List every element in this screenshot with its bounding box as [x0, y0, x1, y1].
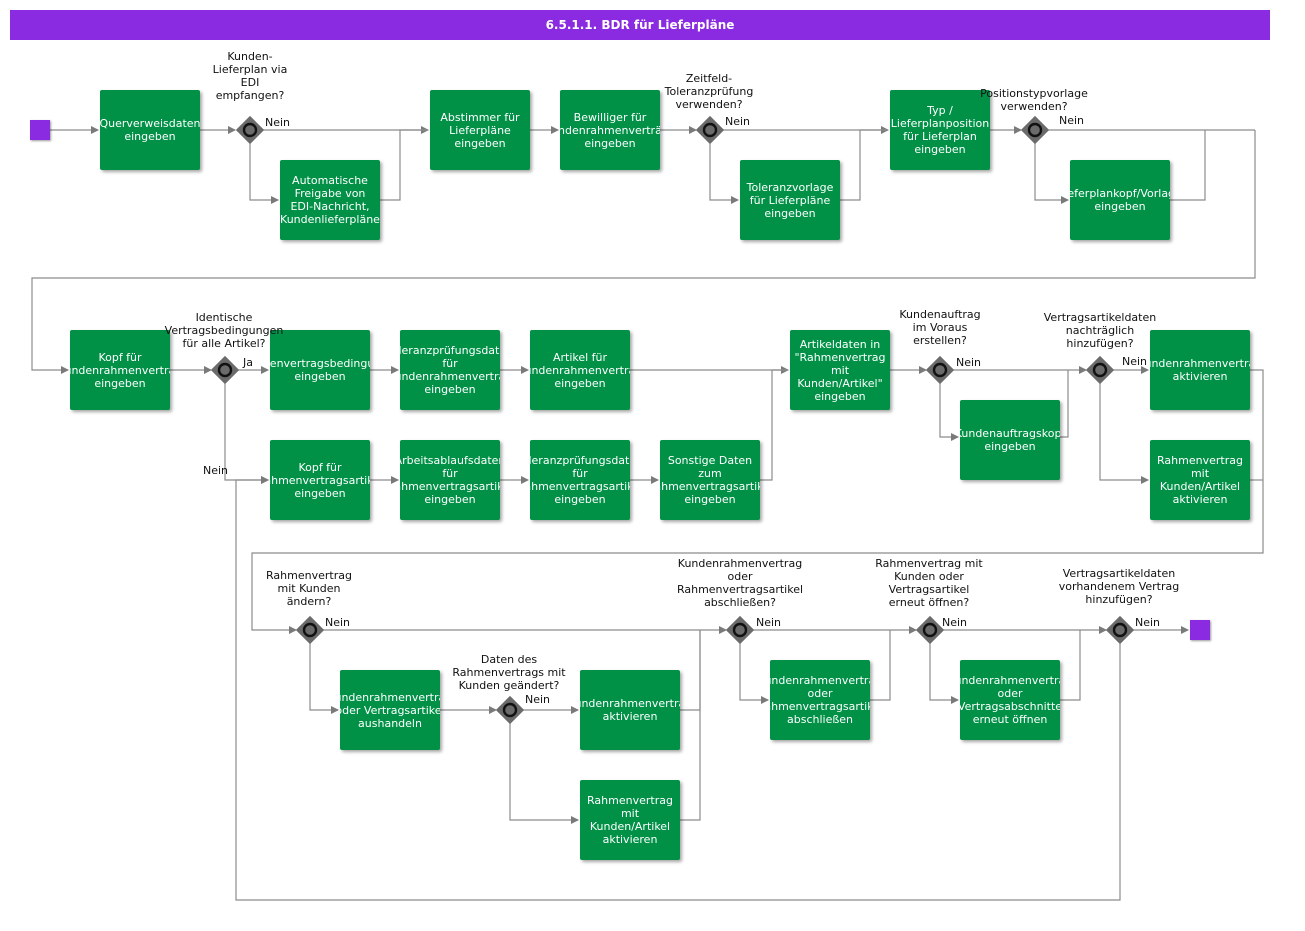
connector [251, 369, 1264, 634]
task-lieferplanposition[interactable]: Typ / Lieferplanposition für Lieferplan … [890, 90, 990, 170]
connector [249, 142, 279, 204]
task-querverweisdaten[interactable]: Querverweisdaten eingeben [100, 90, 200, 170]
task-sonstige-daten[interactable]: Sonstige Daten zum Rahmenvertragsartikel… [660, 440, 760, 520]
task-kundenauftragskopf[interactable]: Kundenauftragskopf eingeben [960, 400, 1060, 480]
edge-label-nein: Nein [265, 116, 291, 129]
gateway-label-geaendert: Daten des Rahmenvertrags mit Kunden geän… [452, 653, 566, 692]
connector [1099, 382, 1149, 484]
connector [760, 369, 788, 481]
task-automatische-freigabe[interactable]: Automatische Freigabe von EDI-Nachricht,… [280, 160, 380, 240]
connector [1060, 370, 1069, 438]
task-abstimmer[interactable]: Abstimmer für Lieferpläne eingeben [430, 90, 530, 170]
connector [929, 642, 959, 704]
task-kundenrahmenvertrag-aktivieren-2[interactable]: Kundenrahmenvertrag aktivieren [580, 670, 680, 750]
connector [840, 129, 888, 201]
edge-label-nein: Nein [325, 616, 351, 629]
connector [709, 142, 739, 204]
edge-label-nein: Nein [1059, 114, 1085, 127]
task-lieferplankopf[interactable]: Lieferplankopf/Vorlage eingeben [1070, 160, 1170, 240]
task-toleranzvorlage[interactable]: Toleranzvorlage für Lieferpläne eingeben [740, 160, 840, 240]
gateway-label-zeitfeld: Zeitfeld- Toleranzprüfung verwenden? [664, 72, 754, 111]
task-artikel-kundenrahmenvertrag[interactable]: Artikel für Kundenrahmenvertrag eingeben [530, 330, 630, 410]
edge-label-nein: Nein [1135, 616, 1161, 629]
task-erneut-oeffnen[interactable]: Kundenrahmenvertrag oder Vertragsabschni… [960, 660, 1060, 740]
gateway-diamond [495, 695, 525, 725]
edge-label-nein: Nein [956, 356, 982, 369]
connector [680, 630, 701, 821]
gateway-diamond [210, 355, 240, 385]
connector [870, 630, 891, 701]
task-arbeitsablaufsdaten[interactable]: Arbeitsablaufsdaten für Rahmenvertragsar… [400, 440, 500, 520]
gateway-diamond [295, 615, 325, 645]
connector [309, 642, 339, 714]
task-kundenrahmenvertrag-aktivieren[interactable]: Kundenrahmenvertrag aktivieren [1150, 330, 1250, 410]
end-event [1190, 620, 1210, 640]
connector [1170, 130, 1206, 201]
connector [680, 630, 701, 711]
task-aushandeln[interactable]: Kundenrahmenvertrag oder Vertragsartikel… [340, 670, 440, 750]
gateway-diamond [1020, 115, 1050, 145]
connector [380, 129, 428, 201]
gateway-diamond [925, 355, 955, 385]
gateway-label-positionstyp: Positionstypvorlage verwenden? [980, 87, 1088, 113]
gateway-diamond [695, 115, 725, 145]
gateway-label-oeffnen: Rahmenvertrag mit Kunden oder Vertragsar… [875, 557, 983, 609]
gateway-diamond [915, 615, 945, 645]
task-toleranzpruefung-vertrag[interactable]: Toleranzprüfungsdaten für Kundenrahmenve… [400, 330, 500, 410]
gateway-label-aendern: Rahmenvertrag mit Kunden ändern? [266, 569, 352, 608]
diagram-title: 6.5.1.1. BDR für Lieferpläne [10, 10, 1270, 40]
gateway-label-hinzufuegen: Vertragsartikeldaten vorhandenem Vertrag… [1058, 567, 1180, 606]
connector [939, 382, 959, 441]
gateway-label-kundenauftrag: Kundenauftrag im Voraus erstellen? [899, 308, 981, 347]
task-abschliessen[interactable]: Kundenrahmenvertrag oder Rahmenvertragsa… [770, 660, 870, 740]
edge-label-nein: Nein [756, 616, 782, 629]
edge-label-nein: Nein [942, 616, 968, 629]
gateway-diamond [1085, 355, 1115, 385]
gateway-diamond [725, 615, 755, 645]
connector [1060, 630, 1081, 701]
edge-label-nein: Nein [525, 693, 551, 706]
gateway-label-identisch: Identische Vertragsbedingungen für alle … [164, 311, 284, 350]
connector [509, 722, 579, 824]
edge-label-nein: Nein [1122, 355, 1148, 368]
connector [1034, 142, 1069, 204]
edge-label-ja: Ja [243, 356, 253, 369]
gateway-diamond [235, 115, 265, 145]
connector [224, 382, 269, 484]
task-bewilliger[interactable]: Bewilliger für Kundenrahmenverträge eing… [560, 90, 660, 170]
task-kopf-rahmenvertragsartikel[interactable]: Kopf für Rahmenvertragsartikel eingeben [270, 440, 370, 520]
task-toleranzpruefung-artikel[interactable]: Toleranzprüfungsdaten für Rahmenvertrags… [530, 440, 630, 520]
gateway-label-nachtraeglich: Vertragsartikeldaten nachträglich hinzuf… [1043, 311, 1157, 350]
connector [739, 642, 769, 704]
task-kopf-kundenrahmenvertrag[interactable]: Kopf für Kundenrahmenvertrag eingeben [70, 330, 170, 410]
connector [235, 476, 1121, 901]
edge-label-nein: Nein [725, 115, 751, 128]
task-rahmenvertrag-artikel-aktivieren-2[interactable]: Rahmenvertrag mit Kunden/Artikel aktivie… [580, 780, 680, 860]
gateway-label-abschliessen: Kundenrahmenvertrag oder Rahmenvertragsa… [676, 557, 804, 609]
gateway-diamond [1105, 615, 1135, 645]
gateway-label-edi: Kunden- Lieferplan via EDI empfangen? [212, 50, 288, 102]
task-artikeldaten-rahmenvertrag[interactable]: Artikeldaten in "Rahmenvertrag mit Kunde… [790, 330, 890, 410]
edge-label-nein: Nein [203, 464, 229, 477]
task-rahmenvertragsbedingungen[interactable]: Rahmenvertragsbedingungen eingeben [270, 330, 370, 410]
task-rahmenvertrag-artikel-aktivieren[interactable]: Rahmenvertrag mit Kunden/Artikel aktivie… [1150, 440, 1250, 520]
connector [31, 130, 1256, 374]
start-event [30, 120, 50, 140]
